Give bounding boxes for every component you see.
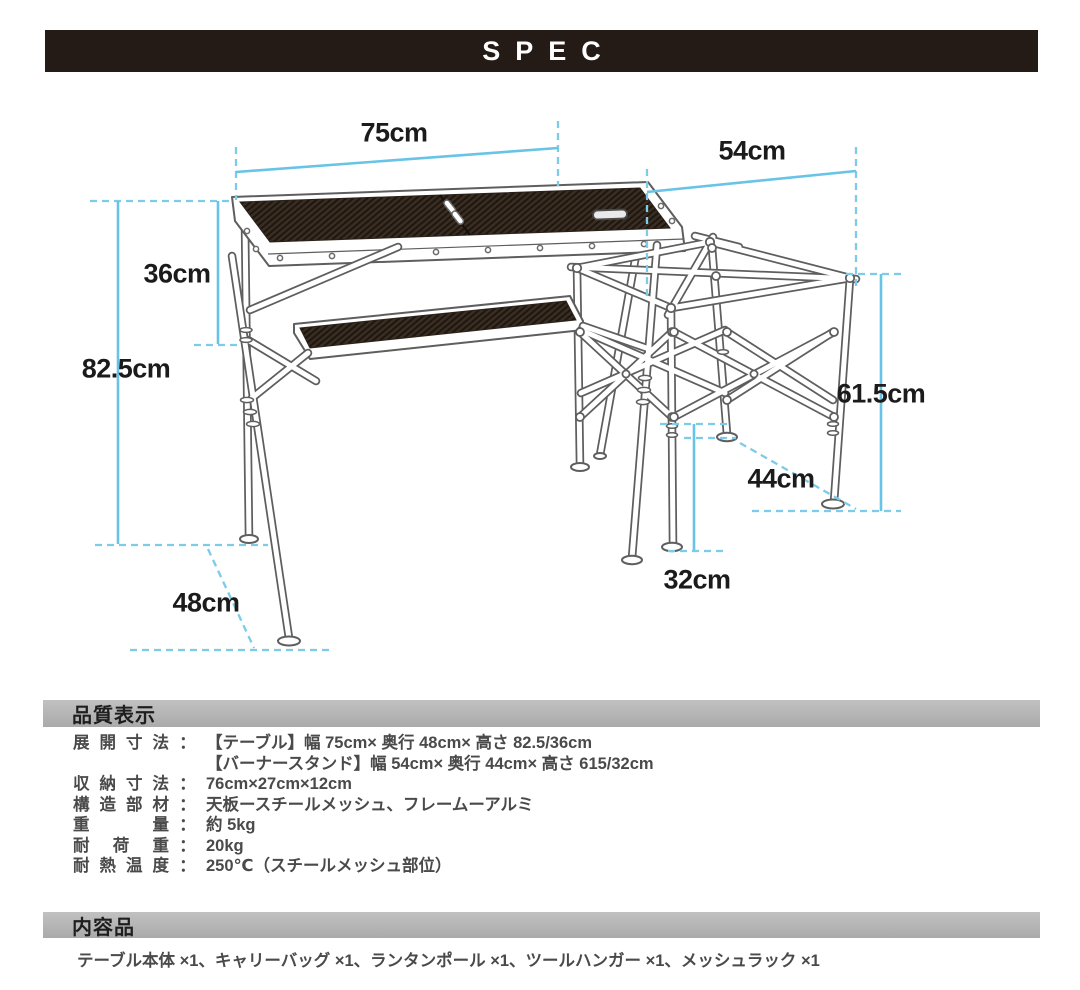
dim-label-table-low-height: 36cm	[143, 258, 211, 289]
dim-label-table-depth: 48cm	[172, 587, 240, 618]
spec-header-bar: SPEC	[45, 30, 1038, 72]
frame-joints	[571, 236, 856, 422]
contents-list: テーブル本体 ×1、キャリーバッグ ×1、ランタンポール ×1、ツールハンガー …	[77, 952, 820, 970]
spec-row-label: 耐熱温度	[73, 857, 169, 875]
spec-row-value: 250℃（スチールメッシュ部位）	[206, 857, 452, 875]
spec-row-colon: ：	[179, 836, 196, 855]
leg-collars	[239, 326, 840, 439]
spec-row-value: 【バーナースタンド】幅 54cm× 奥行 44cm× 高さ 615/32cm	[206, 754, 654, 773]
burner-stand-and-front-legs	[232, 236, 856, 638]
spec-row-label: 展開寸法	[73, 734, 169, 752]
spec-row-dimensions-stand: 【バーナースタンド】幅 54cm× 奥行 44cm× 高さ 615/32cm	[73, 754, 1023, 775]
contents-section-title: 内容品	[72, 916, 135, 939]
dim-label-table-width: 75cm	[360, 117, 428, 148]
spec-row-label: 耐荷重	[73, 836, 169, 855]
spec-row-colon: ：	[179, 857, 196, 875]
spec-row-heat-resistance: 耐熱温度 ： 250℃（スチールメッシュ部位）	[73, 856, 1023, 877]
tabletop	[231, 181, 686, 267]
dim-label-table-high-height: 82.5cm	[81, 353, 171, 384]
spec-row-value: 約 5kg	[206, 816, 256, 834]
spec-row-colon: ：	[179, 816, 196, 834]
contents-section-bar: 内容品	[43, 912, 1040, 939]
quality-section-title: 品質表示	[72, 705, 156, 727]
spec-row-colon: ：	[179, 734, 196, 752]
spec-title: SPEC	[482, 35, 616, 66]
mesh-shelf	[293, 295, 584, 360]
dim-label-stand-leg-height: 32cm	[663, 564, 731, 595]
spec-row-value: 20kg	[206, 836, 244, 855]
dim-label-stand-height: 61.5cm	[836, 378, 926, 409]
spec-row-colon: ：	[179, 795, 196, 814]
dim-label-stand-width: 54cm	[718, 135, 786, 166]
spec-row-colon: ：	[179, 775, 196, 793]
spec-row-load-capacity: 耐荷重 ： 20kg	[73, 836, 1023, 857]
spec-row-dimensions: 展開寸法 ： 【テーブル】幅 75cm× 奥行 48cm× 高さ 82.5/36…	[73, 733, 1023, 754]
spec-row-materials: 構造部材 ： 天板ースチールメッシュ、フレームーアルミ	[73, 795, 1023, 816]
spec-row-storage-size: 収納寸法 ： 76cm×27cm×12cm	[73, 774, 1023, 795]
dimension-lines	[90, 121, 901, 652]
quality-section-bar: 品質表示	[43, 700, 1040, 727]
spec-row-label: 重量	[73, 816, 169, 834]
table-line-drawing	[90, 121, 901, 652]
spec-row-value: 76cm×27cm×12cm	[206, 775, 352, 793]
spec-row-weight: 重量 ： 約 5kg	[73, 815, 1023, 836]
spec-row-value: 【テーブル】幅 75cm× 奥行 48cm× 高さ 82.5/36cm	[206, 734, 593, 752]
spec-row-value: 天板ースチールメッシュ、フレームーアルミ	[206, 795, 534, 814]
spec-row-label: 構造部材	[73, 795, 169, 814]
quality-spec-list: 展開寸法 ： 【テーブル】幅 75cm× 奥行 48cm× 高さ 82.5/36…	[73, 733, 1023, 877]
spec-row-label: 収納寸法	[73, 775, 169, 793]
dim-label-stand-depth: 44cm	[747, 463, 815, 494]
product-dimension-diagram: 75cm 54cm 36cm 82.5cm 61.5cm 44cm 48cm 3…	[81, 117, 926, 652]
